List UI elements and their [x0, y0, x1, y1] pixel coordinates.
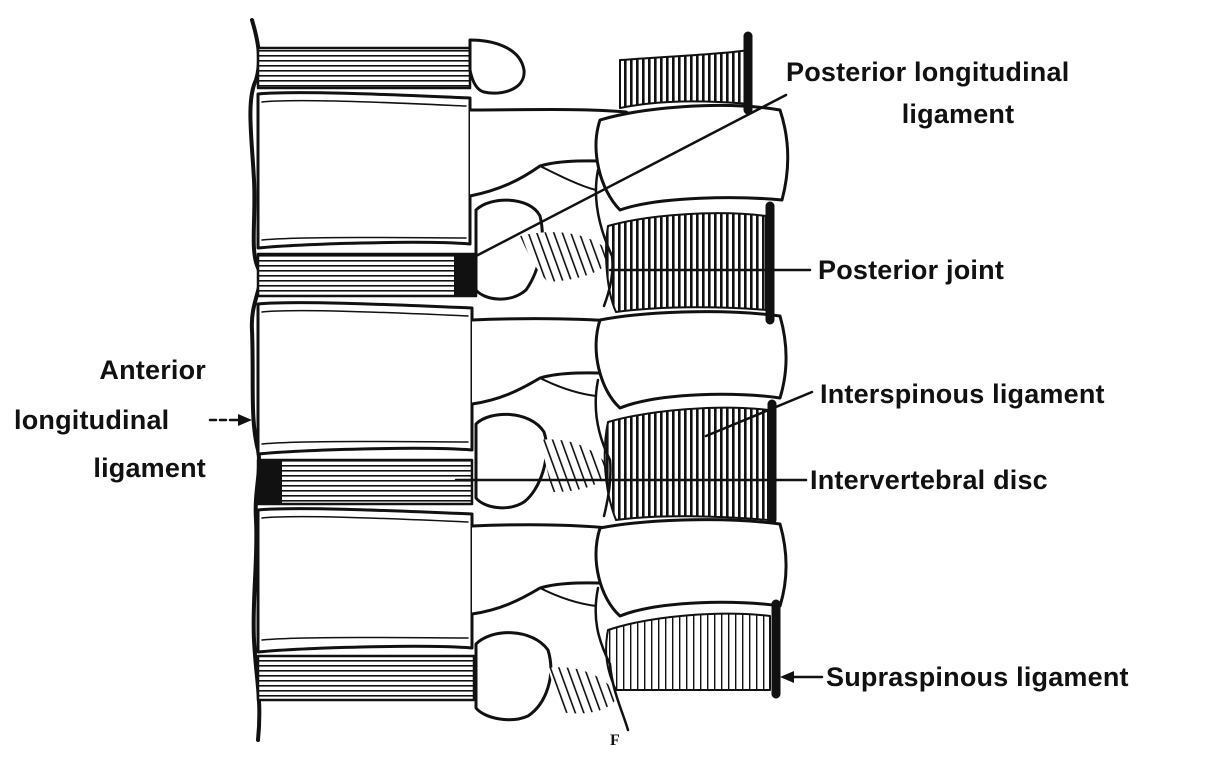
facet-joint-3 — [476, 633, 551, 720]
label-posterior-longitudinal-ligament-line2: ligament — [786, 98, 1130, 130]
disc-top — [258, 48, 470, 88]
artist-mark: F — [610, 732, 620, 750]
vertebral-body-1 — [258, 93, 470, 248]
disc-lower — [258, 656, 474, 700]
disc-upper — [258, 254, 476, 296]
label-anterior-longitudinal-ligament-line2: longitudinal — [14, 404, 169, 436]
interspinous-ligament-upper — [606, 213, 766, 312]
interspinous-ligament-top — [620, 50, 750, 108]
label-posterior-joint: Posterior joint — [818, 254, 1004, 286]
disc-middle — [258, 460, 472, 504]
interspinous-ligament-middle — [605, 408, 768, 520]
label-intervertebral-disc: Intervertebral disc — [810, 464, 1048, 496]
vertebral-body-3 — [258, 509, 472, 652]
label-interspinous-ligament: Interspinous ligament — [820, 378, 1105, 410]
facet-joint-2 — [476, 414, 547, 507]
label-anterior-longitudinal-ligament-line1: Anterior — [30, 354, 206, 386]
spinous-process-2 — [596, 312, 786, 408]
interspinous-ligament-lower — [606, 614, 770, 690]
vertebral-body-2 — [258, 303, 472, 454]
arrow-supraspinous-icon — [780, 671, 794, 683]
articular-process-top — [470, 40, 524, 93]
label-posterior-longitudinal-ligament-line1: Posterior longitudinal — [786, 56, 1069, 88]
label-supraspinous-ligament: Supraspinous ligament — [826, 661, 1129, 693]
label-anterior-longitudinal-ligament-line3: ligament — [30, 452, 206, 484]
spinous-process-1 — [596, 105, 788, 210]
spinous-process-3 — [596, 520, 786, 616]
arrow-anterior-icon — [238, 414, 252, 426]
